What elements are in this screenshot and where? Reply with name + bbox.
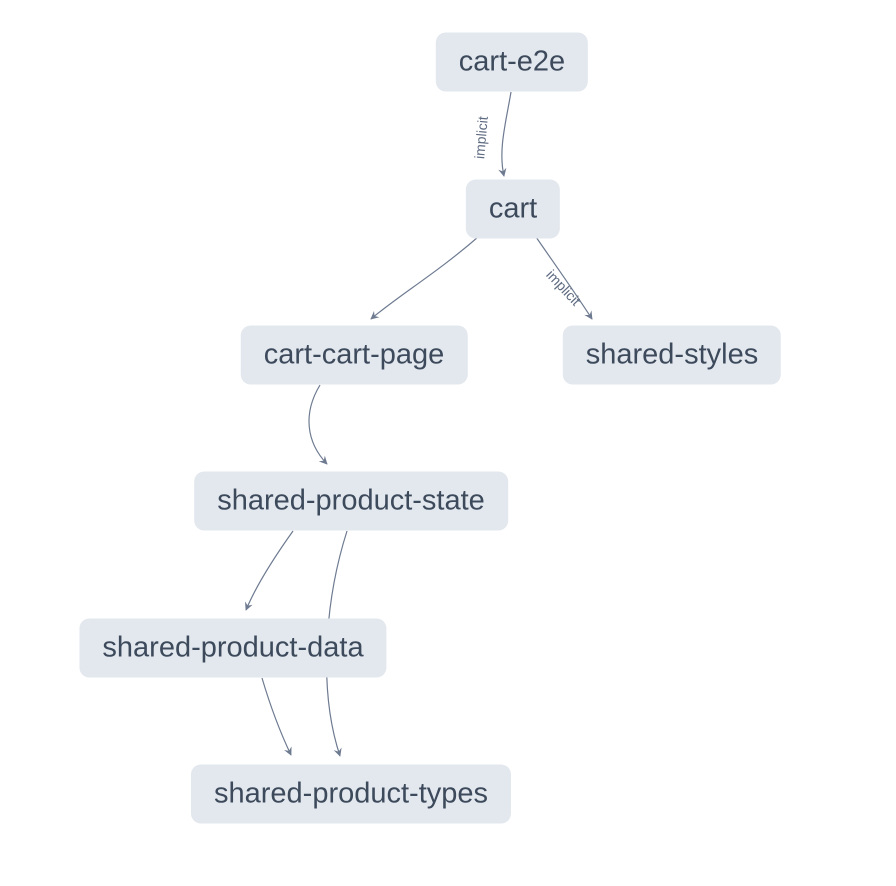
node-cart-e2e[interactable]: cart-e2e	[435, 32, 589, 92]
edge-shared-product-data-to-shared-product-types	[261, 677, 292, 756]
node-shared-styles[interactable]: shared-styles	[562, 325, 782, 385]
edge-label-implicit-cart-e2e: implicit	[471, 115, 491, 159]
node-shared-product-types[interactable]: shared-product-types	[190, 764, 512, 824]
node-shared-product-state[interactable]: shared-product-state	[194, 471, 508, 531]
node-cart[interactable]: cart	[465, 179, 561, 239]
edge-cart-to-shared-styles	[535, 236, 593, 320]
edge-label-implicit-shared-styles: implicit	[543, 266, 584, 308]
node-cart-cart-page[interactable]: cart-cart-page	[240, 325, 468, 385]
edge-shared-product-state-to-shared-product-data	[245, 530, 294, 611]
edge-cart-to-cart-cart-page	[370, 236, 479, 320]
edge-cart-e2e-to-cart	[498, 91, 512, 177]
node-shared-product-data[interactable]: shared-product-data	[79, 618, 387, 678]
edge-cart-cart-page-to-shared-product-state	[308, 384, 328, 465]
